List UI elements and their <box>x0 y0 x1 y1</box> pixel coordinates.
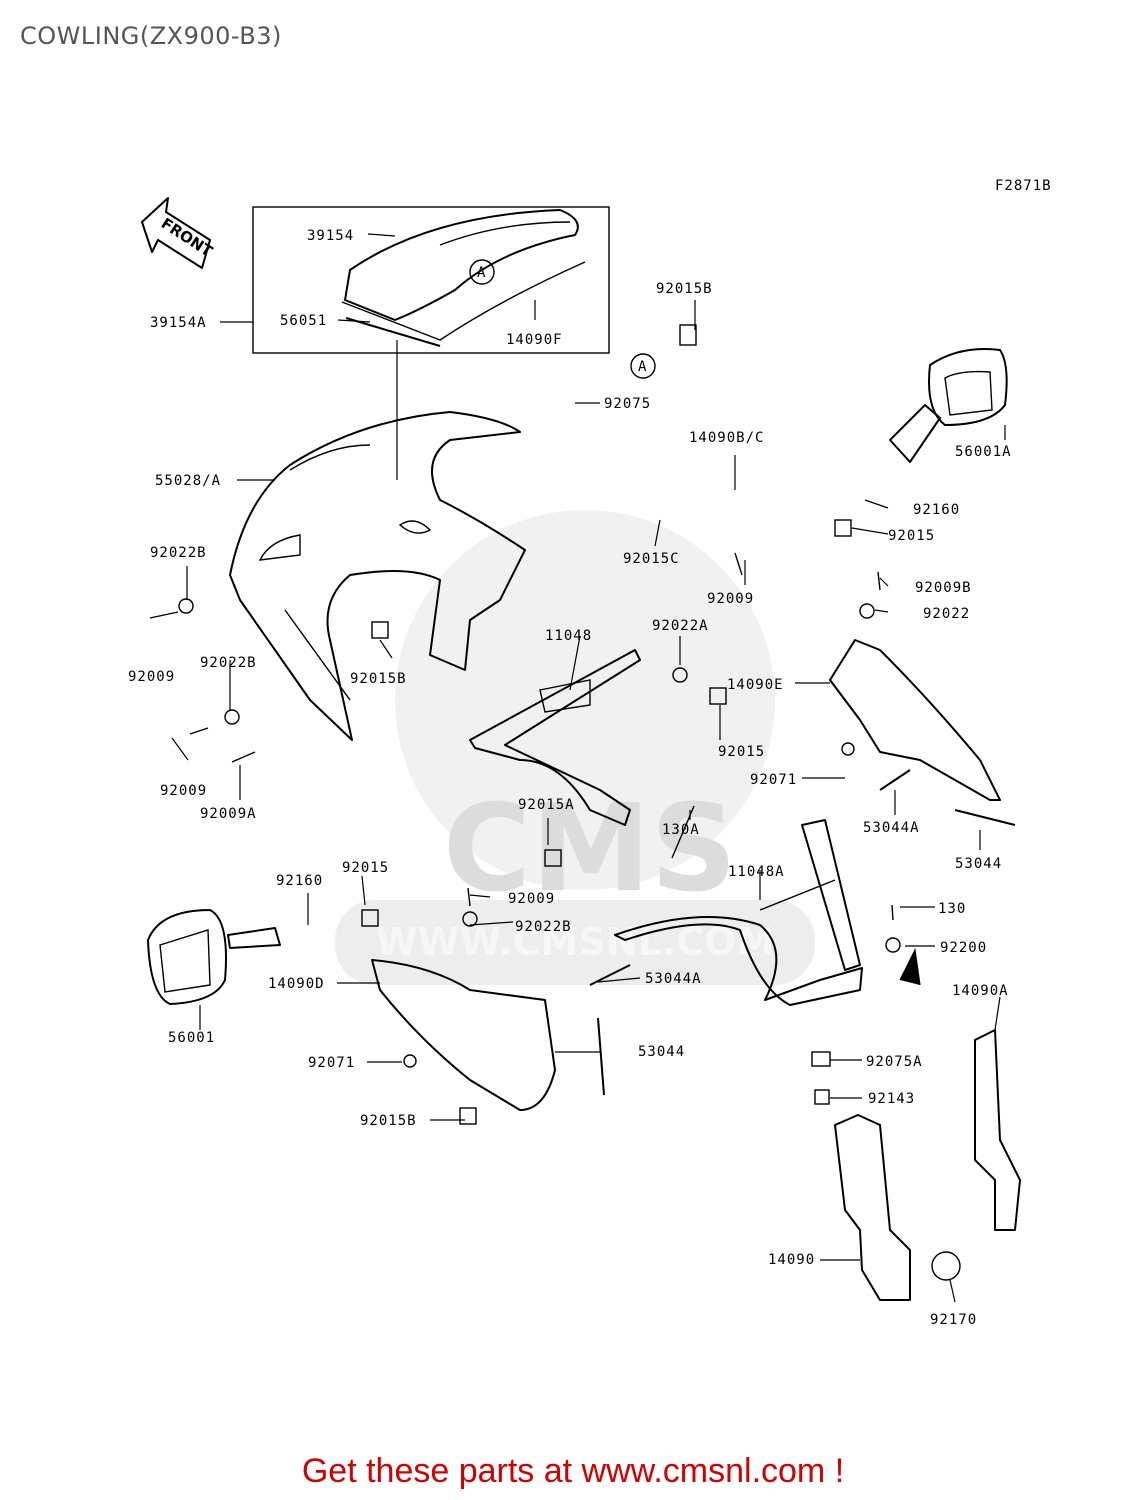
part-label[interactable]: 39154A <box>150 315 207 331</box>
watermark-logo-text: CMS <box>443 780 737 919</box>
part-label[interactable]: 92015A <box>518 797 575 813</box>
front-stay <box>469 649 641 826</box>
part-label[interactable]: 53044 <box>955 856 1002 872</box>
part-label[interactable]: 92022B <box>150 545 207 561</box>
part-label[interactable]: 14090 <box>768 1252 815 1268</box>
side-panel-lower-left <box>834 1114 911 1301</box>
part-label[interactable]: 55028/A <box>155 473 221 489</box>
part-labels: 39154 39154A 56051 14090F 92015B 92075 1… <box>128 228 1012 1328</box>
part-label[interactable]: 14090F <box>506 332 563 348</box>
part-label[interactable]: 92075 <box>604 396 651 412</box>
bolt-icon <box>149 324 961 1281</box>
figure-code: F2871B <box>995 178 1052 194</box>
part-label[interactable]: 92022B <box>200 655 257 671</box>
reference-marker-a-2-text: A <box>638 359 647 375</box>
reference-marker-a-text: A <box>477 265 486 281</box>
part-label[interactable]: 92009 <box>160 783 207 799</box>
part-label[interactable]: 11048 <box>545 628 592 644</box>
reference-marker-a-2: A <box>630 353 656 379</box>
windscreen <box>341 209 586 347</box>
part-label[interactable]: 92015 <box>888 528 935 544</box>
part-label[interactable]: 14090D <box>268 976 325 992</box>
side-panel-lower-right <box>974 1029 1021 1231</box>
part-label[interactable]: 14090A <box>952 983 1009 999</box>
part-label[interactable]: 92009 <box>508 891 555 907</box>
part-label[interactable]: 130A <box>662 822 700 838</box>
part-label[interactable]: 92015B <box>360 1113 417 1129</box>
part-label[interactable]: 92015 <box>718 744 765 760</box>
part-label[interactable]: 11048A <box>728 864 785 880</box>
part-label[interactable]: 92160 <box>913 502 960 518</box>
part-label[interactable]: 92022A <box>652 618 709 634</box>
watermark-logo: CMS WWW.CMSNL.COM <box>335 510 815 985</box>
mirror-right <box>889 348 1008 463</box>
part-label[interactable]: 92015B <box>656 281 713 297</box>
part-label[interactable]: 92160 <box>276 873 323 889</box>
part-label[interactable]: 92009B <box>915 580 972 596</box>
part-label[interactable]: 53044A <box>645 971 702 987</box>
inner-panel-left <box>371 959 556 1111</box>
watermark-url-text: WWW.CMSNL.COM <box>376 920 775 964</box>
part-label[interactable]: 92022B <box>515 919 572 935</box>
pin-icon <box>589 769 1016 1096</box>
part-label[interactable]: 92071 <box>308 1055 355 1071</box>
part-label[interactable]: 56051 <box>280 313 327 329</box>
front-arrow-icon: FRONT <box>141 197 216 269</box>
upper-cowl <box>229 411 526 741</box>
side-panel-right <box>829 639 1001 801</box>
part-label[interactable]: 92015C <box>623 551 680 567</box>
part-label[interactable]: 92200 <box>940 940 987 956</box>
part-label[interactable]: 53044A <box>863 820 920 836</box>
windscreen-group-box <box>252 206 610 354</box>
reference-marker-a: A <box>469 259 495 285</box>
side-stay <box>614 819 863 1006</box>
part-label[interactable]: 56001 <box>168 1030 215 1046</box>
part-label[interactable]: 92075A <box>866 1054 923 1070</box>
part-label[interactable]: 92143 <box>868 1091 915 1107</box>
part-label[interactable]: 92009 <box>707 591 754 607</box>
part-label[interactable]: 92071 <box>750 772 797 788</box>
part-label[interactable]: 14090B/C <box>689 430 764 446</box>
part-label[interactable]: 92015 <box>342 860 389 876</box>
part-label[interactable]: 92170 <box>930 1312 977 1328</box>
part-label[interactable]: 92022 <box>923 606 970 622</box>
part-label[interactable]: 56001A <box>955 444 1012 460</box>
page-title: COWLING(ZX900-B3) <box>20 22 282 50</box>
part-label[interactable]: 14090E <box>727 677 784 693</box>
promo-link[interactable]: Get these parts at www.cmsnl.com ! <box>301 1452 845 1490</box>
part-label[interactable]: 92015B <box>350 671 407 687</box>
mirror-left <box>147 909 281 1005</box>
part-label[interactable]: 130 <box>938 901 966 917</box>
leader-lines <box>171 233 1006 1303</box>
part-label[interactable]: 92009 <box>128 669 175 685</box>
part-label[interactable]: 53044 <box>638 1044 685 1060</box>
part-label[interactable]: 92009A <box>200 806 257 822</box>
part-label[interactable]: 39154 <box>307 228 354 244</box>
